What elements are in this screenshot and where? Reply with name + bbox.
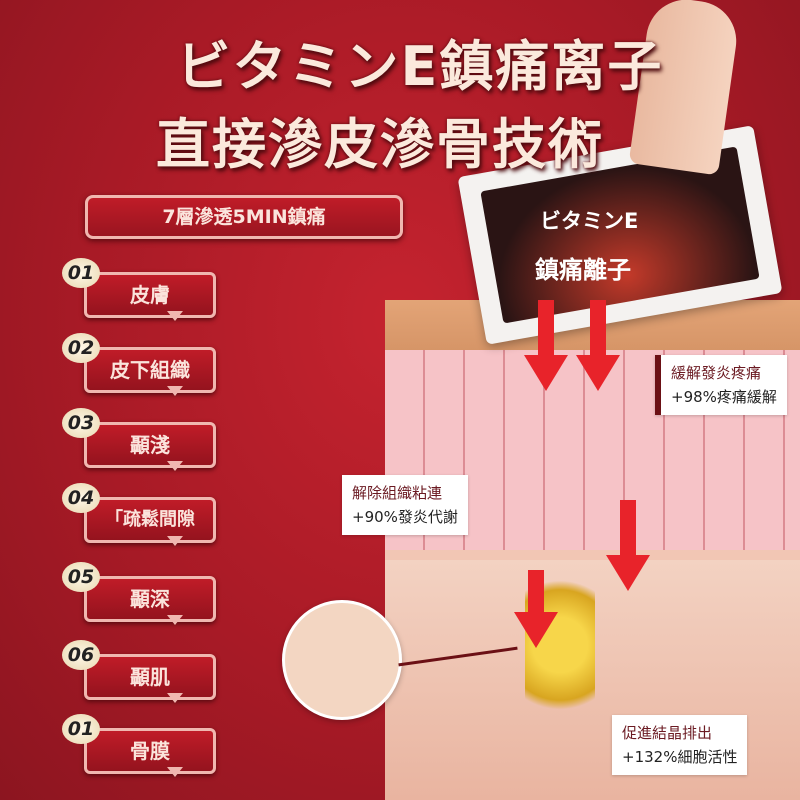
arrow-stem — [590, 300, 606, 360]
layer-number: 01 — [62, 258, 100, 288]
callout-pain-relief: 緩解發炎疼痛 +98%疼痛緩解 — [655, 355, 787, 415]
arrow-stem — [538, 300, 554, 360]
layer-temporal-muscle: 顳肌 — [84, 654, 216, 703]
patch-text-2: 鎮痛離子 — [535, 256, 631, 284]
layer-number: 02 — [62, 333, 100, 363]
headline-line1: ビタミンE鎮痛离子 — [176, 35, 664, 98]
joint-zoom-circle — [282, 600, 402, 720]
layer-number: 03 — [62, 408, 100, 438]
layer-superficial-temporal: 顳淺 — [84, 422, 216, 471]
arrow-stem — [528, 570, 544, 620]
headline-line2: 直接滲皮滲骨技術 — [156, 113, 604, 176]
arrow-down-icon — [524, 355, 568, 391]
arrow-stem — [620, 500, 636, 560]
arrow-down-icon — [514, 612, 558, 648]
callout-adhesion: 解除組織粘連 +90%發炎代謝 — [342, 475, 468, 535]
layer-number: 01 — [62, 714, 100, 744]
penetration-banner: 7層滲透5MIN鎮痛 — [85, 195, 403, 239]
layer-loose-space: 「疏鬆間隙 — [84, 497, 216, 546]
arrow-down-icon — [576, 355, 620, 391]
layer-skin: 皮膚 — [84, 272, 216, 321]
layer-periosteum: 骨膜 — [84, 728, 216, 777]
layer-number: 05 — [62, 562, 100, 592]
layer-subcutaneous: 皮下組織 — [84, 347, 216, 396]
layer-number: 06 — [62, 640, 100, 670]
layer-number: 04 — [62, 483, 100, 513]
arrow-down-icon — [606, 555, 650, 591]
layer-deep-temporal: 顳深 — [84, 576, 216, 625]
patch-text-1: ビタミンE — [540, 209, 639, 233]
callout-crystal: 促進結晶排出 +132%細胞活性 — [612, 715, 748, 775]
